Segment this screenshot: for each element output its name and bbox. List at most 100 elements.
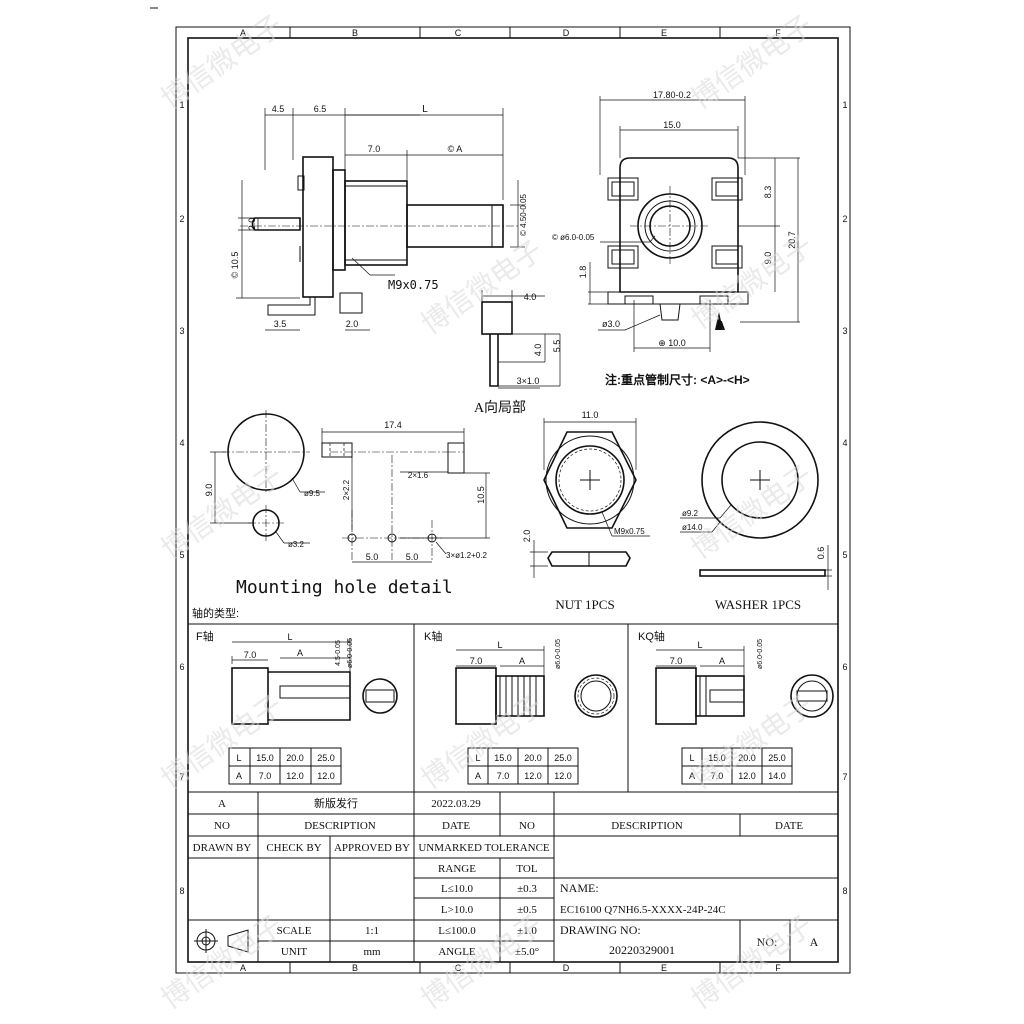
- hdr-no: NO: [214, 820, 230, 832]
- watermark-text: 博信微电子: [685, 228, 819, 335]
- kq-table-cell: 7.0: [711, 771, 724, 781]
- row-7-right: 7: [842, 772, 847, 782]
- washer-drawing: ø9.2 ø14.0 0.6 WASHER 1PCS: [680, 421, 832, 612]
- f-table-cell: 12.0: [317, 771, 335, 781]
- col-A-top: A: [240, 28, 246, 38]
- col-F-top: F: [775, 28, 781, 38]
- f-table-cell: 7.0: [259, 771, 272, 781]
- tol-range-1: L≤10.0: [441, 883, 474, 895]
- dim-9-2: ø9.2: [682, 509, 699, 518]
- col-D-bottom: D: [563, 963, 570, 973]
- tol-header: TOL: [516, 863, 537, 875]
- mounting-title: Mounting hole detail: [236, 577, 453, 598]
- tol-value-2: ±0.5: [517, 904, 537, 916]
- row-2-left: 2: [179, 214, 184, 224]
- dim-8-3: 8.3: [763, 186, 773, 199]
- dim-4-5: 4.5: [272, 104, 285, 114]
- row-4-left: 4: [179, 438, 184, 448]
- row-3-right: 3: [842, 326, 847, 336]
- kq-dim-6-0: ø6.0-0.05: [757, 639, 764, 669]
- k-table-cell: 25.0: [554, 753, 572, 763]
- k-shaft-title: K轴: [424, 629, 442, 643]
- f-table-cell: 12.0: [286, 771, 304, 781]
- front-view: 17.80-0.2 15.0 © ø6.0-0.05 8.3 20.7 9.0 …: [552, 90, 800, 352]
- dim-9-0-hole: 9.0: [204, 484, 214, 497]
- tol-range-3: L≤100.0: [438, 925, 476, 937]
- name-label: NAME:: [560, 881, 599, 895]
- k-dim-6-0: ø6.0-0.05: [555, 639, 562, 669]
- dim-0-6: 0.6: [816, 547, 826, 560]
- col-C-top: C: [455, 28, 462, 38]
- f-table-cell: A: [236, 771, 242, 781]
- unit-value: mm: [363, 946, 381, 958]
- dim-1-8: 1.8: [578, 266, 588, 279]
- col-A-bottom: A: [240, 963, 246, 973]
- column-markers: A B C D E F A B C D E F: [240, 27, 781, 973]
- rev-description: 新版发行: [314, 796, 358, 810]
- col-F-bottom: F: [775, 963, 781, 973]
- dim-2-0b: 2.0: [346, 319, 359, 329]
- row-5-left: 5: [179, 550, 184, 560]
- dim-holes: 3×ø1.2+0.2: [446, 551, 487, 560]
- dim-5-0-a: 5.0: [366, 552, 379, 562]
- dim-pin-h-4-0: 4.0: [533, 344, 543, 357]
- watermark-text: 博信微电子: [685, 8, 819, 115]
- k-table-cell: 15.0: [494, 753, 512, 763]
- drawn-by: DRAWN BY: [193, 842, 252, 854]
- nut-label: NUT 1PCS: [555, 597, 614, 612]
- projection-symbol-icon: [194, 929, 249, 953]
- col-E-top: E: [661, 28, 667, 38]
- dim-9-5: ø9.5: [304, 489, 321, 498]
- hdr-description: DESCRIPTION: [304, 820, 376, 832]
- k-shaft-panel: K轴 7.0 L A ø6.0-0.05 L 15.0 20.0 25.0 A …: [424, 629, 618, 785]
- k-dim-L: L: [497, 640, 502, 650]
- dim-15-0: 15.0: [663, 120, 681, 130]
- f-table-cell: L: [236, 753, 241, 763]
- f-table-cell: 25.0: [317, 753, 335, 763]
- k-table-cell: 12.0: [554, 771, 572, 781]
- kq-dim-7-0: 7.0: [670, 656, 683, 666]
- k-table-cell: A: [475, 771, 481, 781]
- dim-10-0: ⊕ 10.0: [658, 338, 686, 348]
- dim-14-0: ø14.0: [682, 523, 703, 532]
- kq-table-cell: A: [689, 771, 695, 781]
- row-2-right: 2: [842, 214, 847, 224]
- watermark-text: 博信微电子: [155, 458, 289, 565]
- dim-2-0: 2.0: [247, 218, 257, 231]
- dim-2-0-nut: 2.0: [522, 530, 532, 543]
- k-table-cell: 20.0: [524, 753, 542, 763]
- shaft-types-heading: 轴的类型:: [192, 606, 239, 620]
- k-shaft-table: L 15.0 20.0 25.0 A 7.0 12.0 12.0: [467, 747, 579, 785]
- scale-label: SCALE: [277, 925, 312, 937]
- tol-value-4: ±5.0°: [515, 946, 539, 958]
- dim-6-5: 6.5: [314, 104, 327, 114]
- rev-no: A: [218, 798, 226, 810]
- kq-table-cell: 15.0: [708, 753, 726, 763]
- watermarks: 博信微电子 博信微电子 博信微电子 博信微电子 博信微电子 博信微电子 博信微电…: [155, 8, 819, 1015]
- row-8-left: 8: [179, 886, 184, 896]
- dim-pin-3-0: ø3.0: [602, 319, 620, 329]
- range-header: RANGE: [438, 863, 476, 875]
- f-dim-6-0: ø6.0-0.05: [347, 638, 354, 668]
- watermark-text: 博信微电子: [155, 8, 289, 115]
- dim-shaft-dia: © 4.50-0.05: [519, 193, 528, 235]
- dim-11-0: 11.0: [582, 410, 599, 420]
- row-6-right: 6: [842, 662, 847, 672]
- hdr-description-2: DESCRIPTION: [611, 820, 683, 832]
- drawing-no-label: DRAWING NO:: [560, 923, 641, 937]
- outer-frame: [175, 26, 851, 974]
- kq-dim-L: L: [697, 640, 702, 650]
- hdr-date-2: DATE: [775, 820, 803, 832]
- f-table-cell: 15.0: [256, 753, 274, 763]
- no-value: A: [810, 935, 819, 949]
- k-dim-A: A: [519, 656, 525, 666]
- row-7-left: 7: [179, 772, 184, 782]
- dim-3-2: ø3.2: [288, 540, 305, 549]
- tol-range-2: L>10.0: [441, 904, 474, 916]
- row-1-right: 1: [842, 100, 847, 110]
- kq-table-cell: 12.0: [738, 771, 756, 781]
- mark-A: A: [716, 318, 726, 333]
- row-markers: 1 2 3 4 5 6 7 8 1 2 3 4 5 6 7 8: [179, 100, 847, 896]
- hdr-date: DATE: [442, 820, 470, 832]
